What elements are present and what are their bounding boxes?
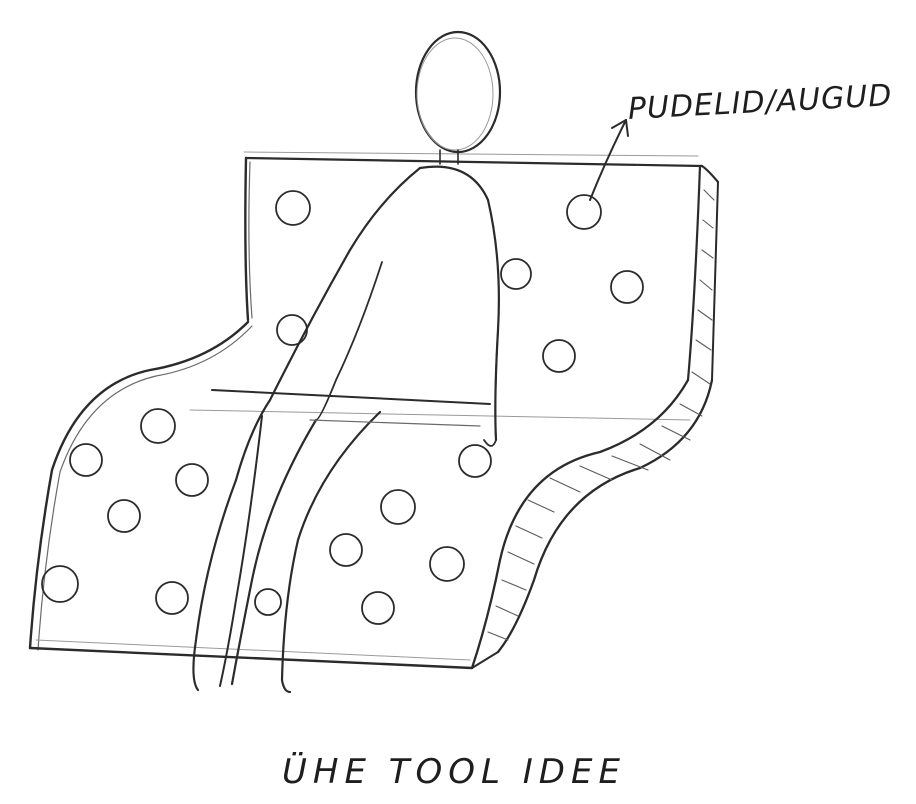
chair-side-shading [488, 190, 714, 640]
sketch-caption: ÜHE TOOL IDEE [282, 752, 626, 792]
seated-figure [193, 32, 500, 692]
cushion-dots [42, 191, 643, 624]
chair-seat-wave [30, 322, 712, 668]
annotation-arrow [590, 120, 628, 200]
